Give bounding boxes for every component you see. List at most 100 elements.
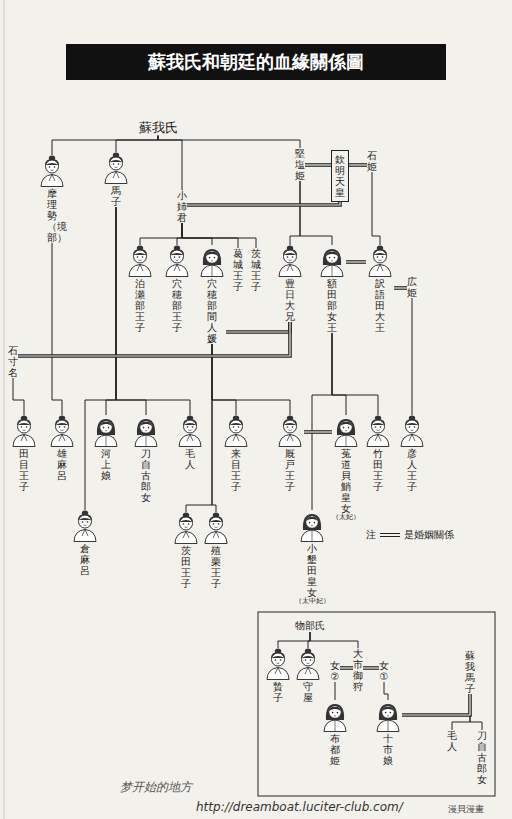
connector-line bbox=[346, 261, 366, 262]
lineage-connector bbox=[177, 223, 182, 245]
person-name: 雄麻呂 bbox=[57, 448, 67, 481]
connector-line bbox=[177, 223, 182, 245]
lineage-connector bbox=[182, 223, 212, 245]
person-name: 毛人 bbox=[185, 448, 195, 470]
connector-line bbox=[116, 136, 158, 152]
connector-line bbox=[158, 136, 300, 148]
connector-line bbox=[304, 430, 332, 434]
lineage-connector bbox=[106, 207, 116, 415]
portrait bbox=[48, 415, 76, 447]
portrait-figure bbox=[129, 245, 151, 276]
person-node: 小姉君 bbox=[177, 190, 187, 223]
lineage-connector bbox=[158, 136, 300, 148]
lineage-connector bbox=[278, 632, 310, 648]
portrait bbox=[364, 415, 392, 447]
person-node: 厩戸王子 bbox=[276, 415, 304, 492]
person-name: 小姉君 bbox=[177, 190, 187, 223]
portrait bbox=[366, 245, 394, 277]
lineage-connector bbox=[52, 243, 62, 415]
person-node: 竹田王子 bbox=[364, 415, 392, 492]
connector-line bbox=[278, 632, 310, 648]
lineage-connector bbox=[116, 136, 158, 152]
connector-line bbox=[52, 243, 62, 415]
person-node: 毛人 bbox=[176, 415, 204, 470]
person-node: 刀自古郎女 bbox=[132, 415, 160, 503]
person-name: 小墾田皇女 bbox=[307, 543, 317, 598]
inset-frame bbox=[258, 612, 495, 796]
person-name: ② bbox=[330, 671, 340, 682]
portrait bbox=[10, 415, 38, 447]
portrait-figure bbox=[105, 152, 127, 183]
portrait-figure bbox=[179, 415, 201, 446]
portrait-figure bbox=[201, 249, 223, 277]
lineage-connector bbox=[312, 333, 332, 510]
connector-line bbox=[182, 223, 212, 245]
person-name: 河上娘 bbox=[101, 448, 111, 481]
person-name: ① bbox=[379, 671, 389, 682]
portrait bbox=[398, 415, 426, 447]
person-name: 守屋 bbox=[303, 681, 313, 703]
person-name: 物部氏 bbox=[295, 620, 325, 632]
connector-line bbox=[290, 181, 300, 245]
portrait bbox=[294, 648, 322, 680]
person-node: 彦人王子 bbox=[398, 415, 426, 492]
person-node: 額田部女王 bbox=[318, 245, 346, 333]
connector-line bbox=[106, 207, 116, 415]
portrait-figure bbox=[175, 512, 197, 543]
person-name: 葛城王子 bbox=[233, 248, 243, 292]
person-node: 訳語田大王 bbox=[366, 245, 394, 333]
person-node: 石姫 bbox=[367, 150, 377, 172]
person-node: 田目王子 bbox=[10, 415, 38, 492]
person-name: 布都姫 bbox=[330, 733, 340, 766]
portrait-figure bbox=[301, 514, 323, 542]
person-name: 厩戸王子 bbox=[285, 448, 295, 492]
portrait-figure bbox=[401, 415, 423, 446]
person-node: 馬子 bbox=[102, 152, 130, 207]
person-node: 刀自古郎女 bbox=[477, 730, 487, 785]
lineage-connector bbox=[116, 207, 146, 415]
person-name: 欽明天皇 bbox=[335, 154, 345, 198]
portrait-figure bbox=[205, 512, 227, 543]
portrait-figure bbox=[95, 419, 117, 447]
connector-line bbox=[402, 694, 470, 715]
portrait-figure bbox=[335, 419, 357, 447]
marriage-connector bbox=[305, 165, 331, 166]
portrait bbox=[321, 700, 349, 732]
person-name: 十市娘 bbox=[383, 733, 393, 766]
connector-line bbox=[363, 666, 379, 670]
portrait-figure bbox=[297, 648, 319, 679]
person-name: 穴穂部間人媛 bbox=[207, 278, 217, 344]
lineage-connector bbox=[290, 181, 300, 245]
portrait-figure bbox=[41, 155, 63, 186]
connector-line bbox=[182, 223, 238, 248]
connector-line bbox=[182, 223, 256, 248]
person-node: 泊瀬部王子 bbox=[126, 245, 154, 333]
portrait bbox=[163, 245, 191, 277]
person-name: 茨城王子 bbox=[251, 248, 261, 292]
person-name: 茨田王子 bbox=[181, 545, 191, 589]
person-name: 彦人王子 bbox=[407, 448, 417, 492]
person-node: 小墾田皇女（太中妃） bbox=[295, 510, 330, 606]
connector-line bbox=[332, 333, 378, 415]
person-node: 菟道貝鮹皇女（太妃） bbox=[332, 415, 360, 522]
connector-line bbox=[305, 164, 331, 165]
connector-line bbox=[452, 694, 470, 730]
portrait bbox=[132, 415, 160, 447]
connector-line bbox=[52, 136, 158, 155]
portrait bbox=[298, 510, 326, 542]
portrait bbox=[126, 245, 154, 277]
portrait bbox=[222, 415, 250, 447]
connector-line bbox=[304, 431, 332, 432]
marriage-connector bbox=[349, 165, 367, 166]
connector-line bbox=[13, 378, 24, 415]
person-name: 摩理勢（境部） bbox=[47, 188, 57, 243]
portrait-figure bbox=[367, 415, 389, 446]
emperor-box: 欽明天皇 bbox=[331, 150, 349, 202]
connector-line bbox=[300, 181, 332, 245]
portrait bbox=[276, 415, 304, 447]
person-node: 来目王子 bbox=[222, 415, 250, 492]
person-node: 河上娘 bbox=[92, 415, 120, 481]
lineage-connector bbox=[452, 694, 470, 730]
